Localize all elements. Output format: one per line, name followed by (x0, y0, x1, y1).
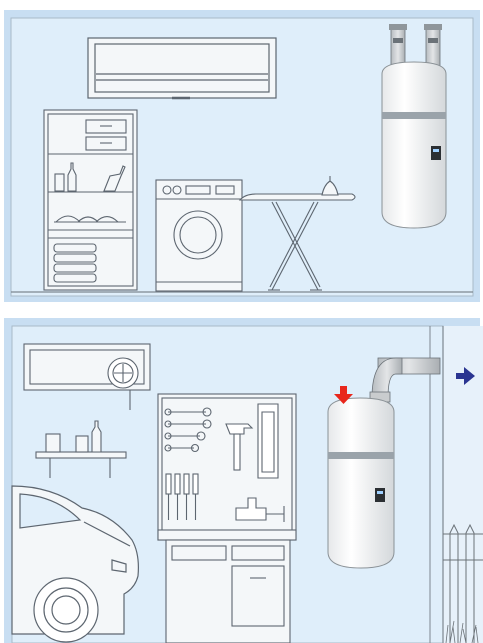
shelving-unit-icon (43, 109, 138, 291)
air-conditioner-icon (87, 37, 277, 100)
grass-icon (445, 620, 479, 643)
hammer-icon (225, 423, 254, 471)
exterior-fence-icon (443, 523, 483, 643)
wall-fan-icon (23, 343, 151, 410)
workbench-icon (157, 529, 297, 643)
tank-top-band (382, 112, 446, 119)
wrench-set-icon (164, 407, 212, 453)
tank-bottom-band (328, 452, 394, 459)
tank-bottom-body (327, 397, 395, 569)
tank-top-body (381, 61, 447, 229)
exhaust-duct-icon (369, 357, 441, 403)
exhaust-arrow-icon (456, 367, 475, 385)
garage-scene (4, 318, 483, 643)
ironing-board-icon (238, 176, 356, 291)
tank-bottom-display (375, 488, 385, 502)
intake-arrow-icon (334, 386, 353, 404)
utility-room-scene (4, 10, 480, 302)
heat-pump-water-heater-bottom (327, 357, 441, 569)
screwdrivers-icon (165, 473, 199, 520)
tank-top-display (431, 146, 441, 160)
wall-shelf-icon (35, 420, 127, 478)
saw-icon (257, 403, 279, 479)
heat-pump-water-heater-top (381, 24, 447, 229)
twin-ducts-icon (389, 24, 442, 67)
car-icon (11, 485, 139, 643)
washing-machine-icon (155, 179, 243, 292)
vise-icon (235, 497, 285, 522)
tool-pegboard-icon (157, 393, 297, 541)
